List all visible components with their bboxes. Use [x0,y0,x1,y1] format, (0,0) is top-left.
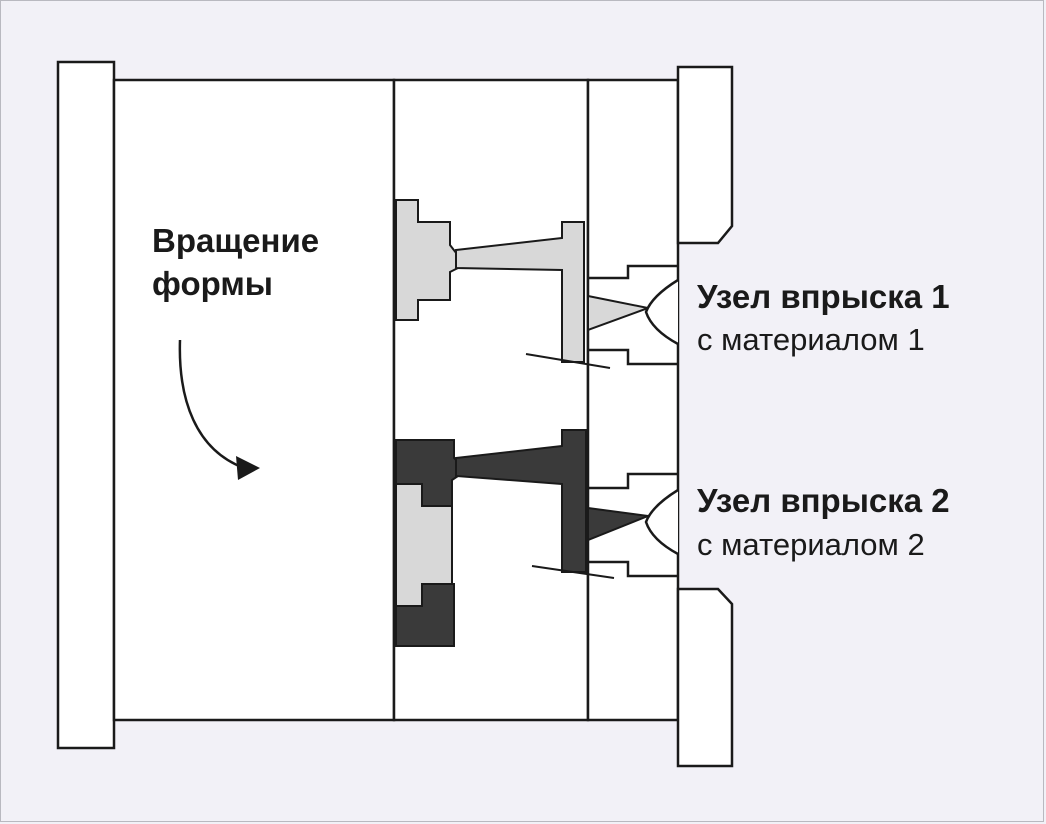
nozzle-tip-2 [644,488,679,556]
material-1-runner [455,221,585,363]
nozzle-tip-1 [644,278,679,346]
parting-line-1 [525,353,611,369]
material-2-runner [455,429,587,573]
material-1-part-in-second-cavity [395,483,453,607]
rotation-label-line1: Вращение [152,222,320,259]
parting-line-2 [531,565,615,579]
rotation-arrow-curve [178,339,245,470]
rotation-label-line2: формы [152,265,273,302]
nozzle-housing-1 [588,264,678,366]
injection-unit-1-material: с материалом 1 [697,322,925,357]
injection-unit-2-material: с материалом 2 [697,527,925,562]
rotating-mold-half [112,78,396,722]
injection-unit-1-title: Узел впрыска 1 [697,278,950,315]
nozzle-housing-2 [588,472,678,578]
runner-plate [586,78,680,722]
injection-unit-2-title: Узел впрыска 2 [697,482,950,519]
right-platen-bottom [676,587,734,768]
left-clamp-plate [56,60,116,750]
rotation-arrow-head [236,456,260,480]
material-1-nozzle-flow [587,294,652,332]
material-2-nozzle-flow [587,506,652,542]
right-platen-top [676,65,734,245]
